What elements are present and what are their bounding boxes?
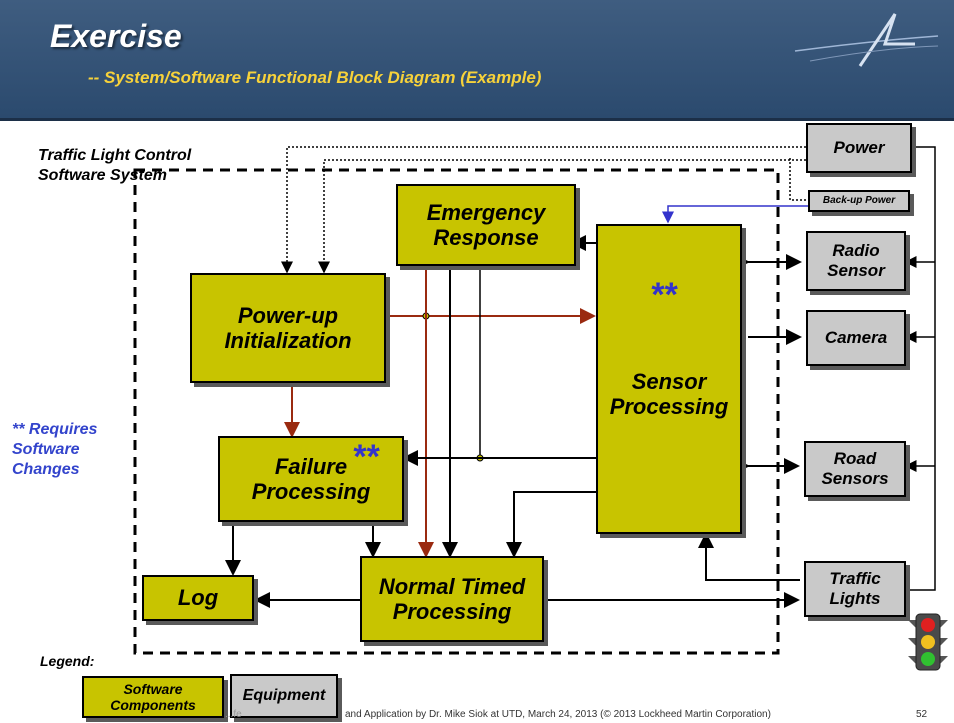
footer-text: ...fe [225, 709, 242, 720]
camera-equipment-block: Camera [806, 310, 906, 366]
legend-title: Legend: [40, 653, 95, 669]
footer-credit: and Application by Dr. Mike Siok at UTD,… [345, 709, 771, 720]
footer-text-fragment: ...fe [225, 709, 242, 720]
sensor-change-marker: ** [650, 276, 677, 314]
page-number: 52 [916, 709, 928, 720]
emergency-response-block: Emergency Response [396, 184, 576, 266]
power-equipment-block: Power [806, 123, 912, 173]
log-block: Log [142, 575, 254, 621]
powerup-initialization-block: Power-up Initialization [190, 273, 386, 383]
failure-change-marker: ** [352, 438, 379, 476]
system-label: Traffic Light Control Software System [38, 147, 192, 184]
lockheed-star-logo-icon [794, 13, 939, 67]
normal-timed-processing-block: Normal Timed Processing [360, 556, 544, 642]
traffic-lights-equipment-block: Traffic Lights [804, 561, 906, 617]
slide-title: Exercise [50, 18, 182, 54]
legend-software-swatch: Software Components [82, 676, 224, 718]
road-sensors-equipment-block: Road Sensors [804, 441, 906, 497]
legend-equipment-swatch: Equipment [230, 674, 338, 718]
header-bar [0, 0, 954, 118]
backup-power-equipment-block: Back-up Power [808, 190, 910, 212]
radio-sensor-equipment-block: Radio Sensor [806, 231, 906, 291]
failure-processing-block: Failure Processing [218, 436, 404, 522]
slide-subtitle: -- System/Software Functional Block Diag… [88, 68, 542, 87]
traffic-light-icon [908, 613, 948, 671]
sensor-processing-block: Sensor Processing [596, 224, 742, 534]
requires-changes-note: ** Requires Software Changes [12, 421, 98, 478]
header-divider [0, 118, 954, 121]
